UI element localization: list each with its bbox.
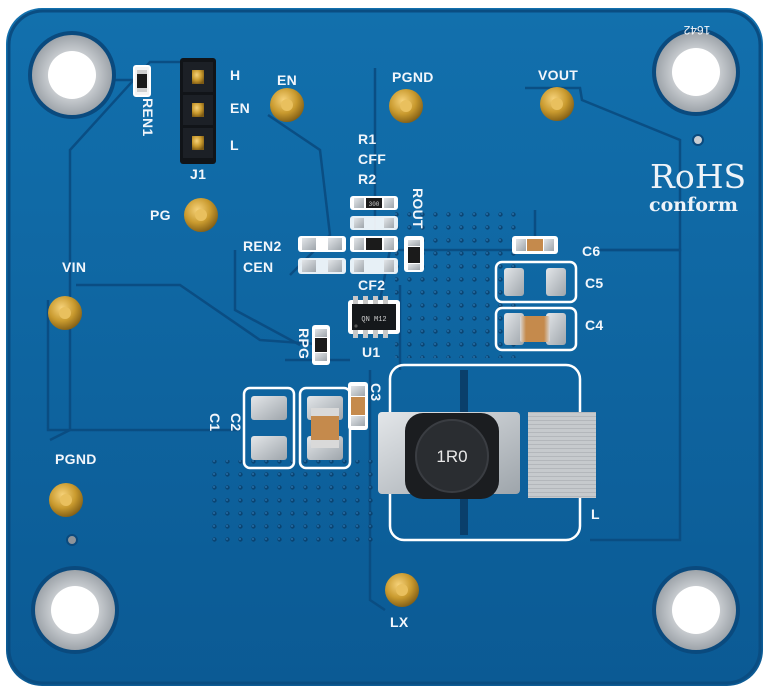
jumper-label-l: L (230, 137, 239, 153)
label-pgnd-left: PGND (55, 451, 97, 467)
ref-c1: C1 (207, 413, 223, 432)
ref-c2: C2 (228, 413, 244, 432)
ref-cen: CEN (243, 259, 274, 275)
jumper-j1[interactable] (180, 58, 216, 164)
ref-ren1: REN1 (140, 98, 156, 137)
mounting-hole-tr (652, 28, 740, 116)
jumper-ref-j1: J1 (190, 166, 207, 182)
rohs-subtitle: conform (649, 194, 739, 216)
capacitor-c3 (348, 382, 368, 430)
pcb-substrate (6, 8, 763, 686)
pcb-edge (7, 9, 762, 685)
label-pgnd-top: PGND (392, 69, 434, 85)
ref-c3: C3 (368, 383, 384, 402)
ref-cf2: CF2 (358, 277, 386, 293)
via-field-top (395, 208, 523, 358)
label-en: EN (277, 72, 298, 88)
label-vin: VIN (62, 259, 87, 275)
label-pg: PG (150, 207, 171, 223)
ref-c5: C5 (585, 275, 604, 291)
mounting-hole-tl (28, 31, 116, 119)
capacitor-c5 (494, 260, 578, 304)
ref-rpg: RPG (296, 328, 312, 360)
mounting-hole-bl (31, 566, 119, 654)
ic-u1 (348, 296, 400, 338)
ic-marking: QN M12 (361, 316, 386, 324)
ref-cff: CFF (358, 151, 387, 167)
resistor-ren1 (133, 65, 151, 97)
resistor-code: 300 (369, 201, 380, 208)
via-field-bottom (210, 460, 380, 545)
fiducial-left (66, 534, 78, 546)
ref-ren2: REN2 (243, 238, 282, 254)
label-lx: LX (390, 614, 409, 630)
capacitor-c6 (512, 236, 558, 254)
test-point-pg[interactable] (184, 198, 218, 232)
capacitor-c1 (242, 386, 296, 470)
rohs-title: RoHS (650, 157, 747, 196)
test-point-pgnd-left[interactable] (49, 483, 83, 517)
jumper-label-h: H (230, 67, 241, 83)
test-point-en[interactable] (270, 88, 304, 122)
ref-c4: C4 (585, 317, 604, 333)
board-id-code: 1642 (683, 23, 710, 37)
test-point-lx[interactable] (385, 573, 419, 607)
test-point-pgnd-top[interactable] (389, 89, 423, 123)
ref-c6: C6 (582, 243, 601, 259)
mounting-hole-br (652, 566, 740, 654)
test-point-vout[interactable] (540, 87, 574, 121)
ref-r1: R1 (358, 131, 377, 147)
ref-rout: ROUT (410, 188, 426, 229)
ref-inductor: L (591, 506, 600, 522)
jumper-label-en: EN (230, 100, 251, 116)
label-vout: VOUT (538, 67, 579, 83)
resistor-rpg (312, 325, 330, 365)
ref-r2: R2 (358, 171, 377, 187)
capacitor-c4 (494, 306, 578, 352)
fiducial-right (692, 134, 704, 146)
test-point-vin[interactable] (48, 296, 82, 330)
inductor-value: 1R0 (436, 447, 467, 466)
ref-u1: U1 (362, 344, 381, 360)
passive-cluster (298, 196, 424, 274)
inductor-l (405, 413, 499, 499)
